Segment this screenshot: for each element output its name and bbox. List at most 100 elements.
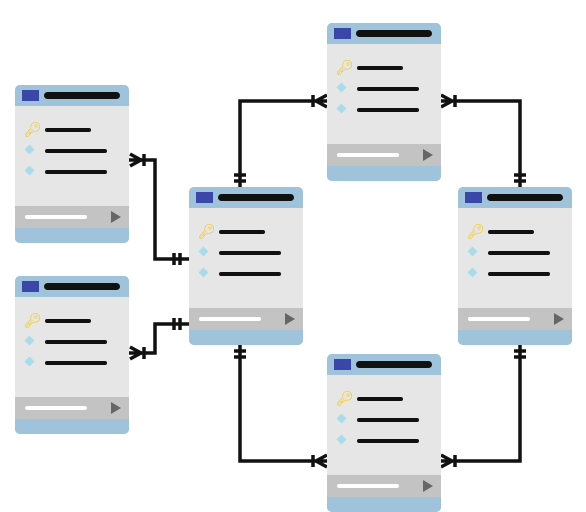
footer-placeholder xyxy=(337,484,399,488)
relationship-c3-c6 xyxy=(234,345,328,469)
field-row xyxy=(327,81,441,97)
footer-placeholder xyxy=(199,317,261,321)
table-header xyxy=(15,85,129,106)
field-placeholder xyxy=(357,418,419,422)
diamond-icon xyxy=(198,267,209,278)
relationship-c4-c5 xyxy=(440,93,526,187)
key-icon: 🔑︎ xyxy=(24,313,42,329)
table-title-placeholder xyxy=(356,361,432,368)
field-placeholder xyxy=(219,230,265,234)
table-icon xyxy=(22,281,39,292)
table-fields: 🔑︎ xyxy=(189,208,303,308)
field-placeholder xyxy=(357,397,403,401)
table-footer xyxy=(327,144,441,166)
footer-placeholder xyxy=(337,153,399,157)
table-fields: 🔑︎ xyxy=(15,106,129,206)
play-icon[interactable] xyxy=(111,211,121,223)
key-icon: 🔑︎ xyxy=(336,60,354,76)
table-card[interactable]: 🔑︎ xyxy=(327,23,441,181)
diamond-icon xyxy=(336,434,347,445)
diamond-icon xyxy=(198,246,209,257)
footer-placeholder xyxy=(468,317,530,321)
table-card[interactable]: 🔑︎ xyxy=(458,187,572,345)
footer-placeholder xyxy=(25,215,87,219)
table-title-placeholder xyxy=(487,194,563,201)
field-row xyxy=(327,433,441,449)
relationship-c3-c4 xyxy=(234,93,328,187)
table-title-placeholder xyxy=(44,283,120,290)
field-row: 🔑︎ xyxy=(189,224,303,240)
table-bottom-bar xyxy=(327,497,441,512)
play-icon[interactable] xyxy=(423,149,433,161)
key-icon: 🔑︎ xyxy=(467,224,485,240)
table-icon xyxy=(196,192,213,203)
field-row xyxy=(327,412,441,428)
field-placeholder xyxy=(357,439,419,443)
diamond-icon xyxy=(467,246,478,257)
relationship-c2-c3 xyxy=(129,318,189,361)
field-row: 🔑︎ xyxy=(15,313,129,329)
play-icon[interactable] xyxy=(285,313,295,325)
relationship-c6-c5 xyxy=(440,345,526,469)
footer-placeholder xyxy=(25,406,87,410)
key-icon: 🔑︎ xyxy=(24,122,42,138)
field-row xyxy=(458,266,572,282)
diamond-icon xyxy=(336,82,347,93)
field-row xyxy=(15,334,129,350)
diamond-icon xyxy=(336,413,347,424)
field-placeholder xyxy=(357,108,419,112)
field-placeholder xyxy=(45,361,107,365)
field-row: 🔑︎ xyxy=(458,224,572,240)
table-bottom-bar xyxy=(15,419,129,434)
table-card[interactable]: 🔑︎ xyxy=(327,354,441,512)
field-placeholder xyxy=(357,87,419,91)
table-icon xyxy=(465,192,482,203)
diamond-icon xyxy=(24,144,35,155)
table-title-placeholder xyxy=(218,194,294,201)
field-row xyxy=(15,355,129,371)
field-row xyxy=(15,143,129,159)
field-placeholder xyxy=(488,251,550,255)
play-icon[interactable] xyxy=(111,402,121,414)
key-icon: 🔑︎ xyxy=(336,391,354,407)
table-fields: 🔑︎ xyxy=(327,44,441,144)
diamond-icon xyxy=(24,335,35,346)
field-placeholder xyxy=(45,340,107,344)
table-footer xyxy=(458,308,572,330)
table-card[interactable]: 🔑︎ xyxy=(189,187,303,345)
play-icon[interactable] xyxy=(423,480,433,492)
field-placeholder xyxy=(45,128,91,132)
field-row: 🔑︎ xyxy=(327,60,441,76)
table-footer xyxy=(15,397,129,419)
table-fields: 🔑︎ xyxy=(327,375,441,475)
field-placeholder xyxy=(219,272,281,276)
diamond-icon xyxy=(467,267,478,278)
field-placeholder xyxy=(45,149,107,153)
table-card[interactable]: 🔑︎ xyxy=(15,276,129,434)
field-placeholder xyxy=(488,230,534,234)
diamond-icon xyxy=(336,103,347,114)
diamond-icon xyxy=(24,356,35,367)
field-row: 🔑︎ xyxy=(327,391,441,407)
table-header xyxy=(15,276,129,297)
field-placeholder xyxy=(45,170,107,174)
table-title-placeholder xyxy=(44,92,120,99)
table-header xyxy=(327,354,441,375)
table-header xyxy=(189,187,303,208)
table-card[interactable]: 🔑︎ xyxy=(15,85,129,243)
field-placeholder xyxy=(357,66,403,70)
field-placeholder xyxy=(488,272,550,276)
table-bottom-bar xyxy=(458,330,572,345)
field-row xyxy=(327,102,441,118)
table-bottom-bar xyxy=(327,166,441,181)
play-icon[interactable] xyxy=(554,313,564,325)
table-fields: 🔑︎ xyxy=(458,208,572,308)
field-row xyxy=(458,245,572,261)
table-fields: 🔑︎ xyxy=(15,297,129,397)
table-icon xyxy=(22,90,39,101)
relationship-c1-c3 xyxy=(129,152,189,265)
table-bottom-bar xyxy=(189,330,303,345)
field-placeholder xyxy=(219,251,281,255)
table-icon xyxy=(334,28,351,39)
